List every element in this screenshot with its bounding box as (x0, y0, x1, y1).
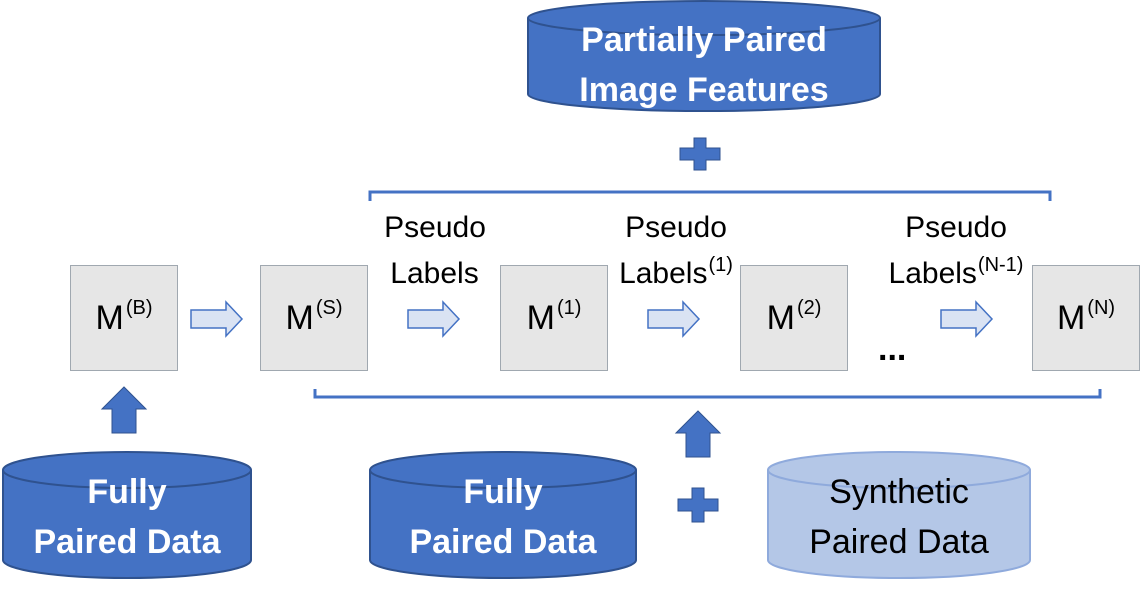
arrow-up-icon-left (100, 386, 148, 434)
top-source-line2: Image Features (579, 71, 829, 109)
model-base-sup: (B) (125, 296, 153, 319)
bottom-middle-line1: Fully (463, 473, 543, 511)
pseudo-labels-2-sup: (N-1) (977, 254, 1024, 276)
ellipsis: ... (878, 330, 907, 368)
pseudo-labels-2: Pseudo Labels(N-1) (866, 205, 1046, 300)
top-source-label: Partially Paired Image Features (528, 15, 880, 115)
bottom-middle-line2: Paired Data (409, 523, 597, 561)
bottom-right-source-label: Synthetic Paired Data (768, 466, 1030, 568)
arrow-right-icon-4 (940, 300, 994, 338)
bottom-left-line1: Fully (87, 473, 167, 511)
model-synthetic: M(S) (260, 265, 368, 371)
pseudo-labels-0-line2: Labels (390, 257, 479, 290)
pseudo-labels-2-line2: Labels (888, 257, 977, 290)
bottom-right-line2: Paired Data (809, 523, 989, 561)
model-iter1-letter: M (526, 298, 555, 337)
bottom-left-cylinder (2, 451, 252, 579)
arrow-up-icon-middle (674, 410, 722, 458)
top-cylinder (527, 0, 881, 112)
pseudo-labels-1-line1: Pseudo (625, 211, 727, 244)
model-iter2-letter: M (766, 298, 795, 337)
model-base-letter: M (95, 298, 124, 337)
model-iterN-sup: (N) (1087, 296, 1116, 319)
pseudo-labels-1: Pseudo Labels(1) (596, 205, 756, 300)
pseudo-labels-1-line2: Labels (619, 257, 708, 290)
model-iter1: M(1) (500, 265, 608, 371)
arrow-right-icon-3 (647, 300, 701, 338)
model-iter2-sup: (2) (796, 296, 822, 319)
plus-icon-top (679, 137, 721, 171)
bottom-right-line1: Synthetic (829, 473, 969, 511)
top-source-line1: Partially Paired (581, 21, 827, 59)
pseudo-labels-0: Pseudo Labels (360, 205, 510, 300)
bottom-left-source-label: Fully Paired Data (3, 466, 251, 568)
model-iterN: M(N) (1032, 265, 1140, 371)
model-iterN-letter: M (1056, 298, 1086, 337)
model-base: M(B) (70, 265, 178, 371)
bottom-left-line2: Paired Data (33, 523, 221, 561)
model-synthetic-sup: (S) (315, 296, 343, 319)
bottom-middle-source-label: Fully Paired Data (370, 466, 636, 568)
top-bracket (368, 190, 1052, 201)
pseudo-labels-0-line1: Pseudo (384, 211, 486, 244)
arrow-right-icon-1 (190, 300, 244, 338)
pseudo-labels-2-line1: Pseudo (905, 211, 1007, 244)
pseudo-labels-1-sup: (1) (708, 254, 733, 276)
plus-icon-bottom (677, 487, 719, 523)
model-synthetic-letter: M (285, 298, 314, 337)
bottom-bracket (313, 389, 1102, 399)
model-iter2: M(2) (740, 265, 848, 371)
bottom-right-cylinder (767, 451, 1031, 579)
model-iter1-sup: (1) (556, 296, 582, 319)
arrow-right-icon-2 (407, 300, 461, 338)
bottom-middle-cylinder (369, 451, 637, 579)
